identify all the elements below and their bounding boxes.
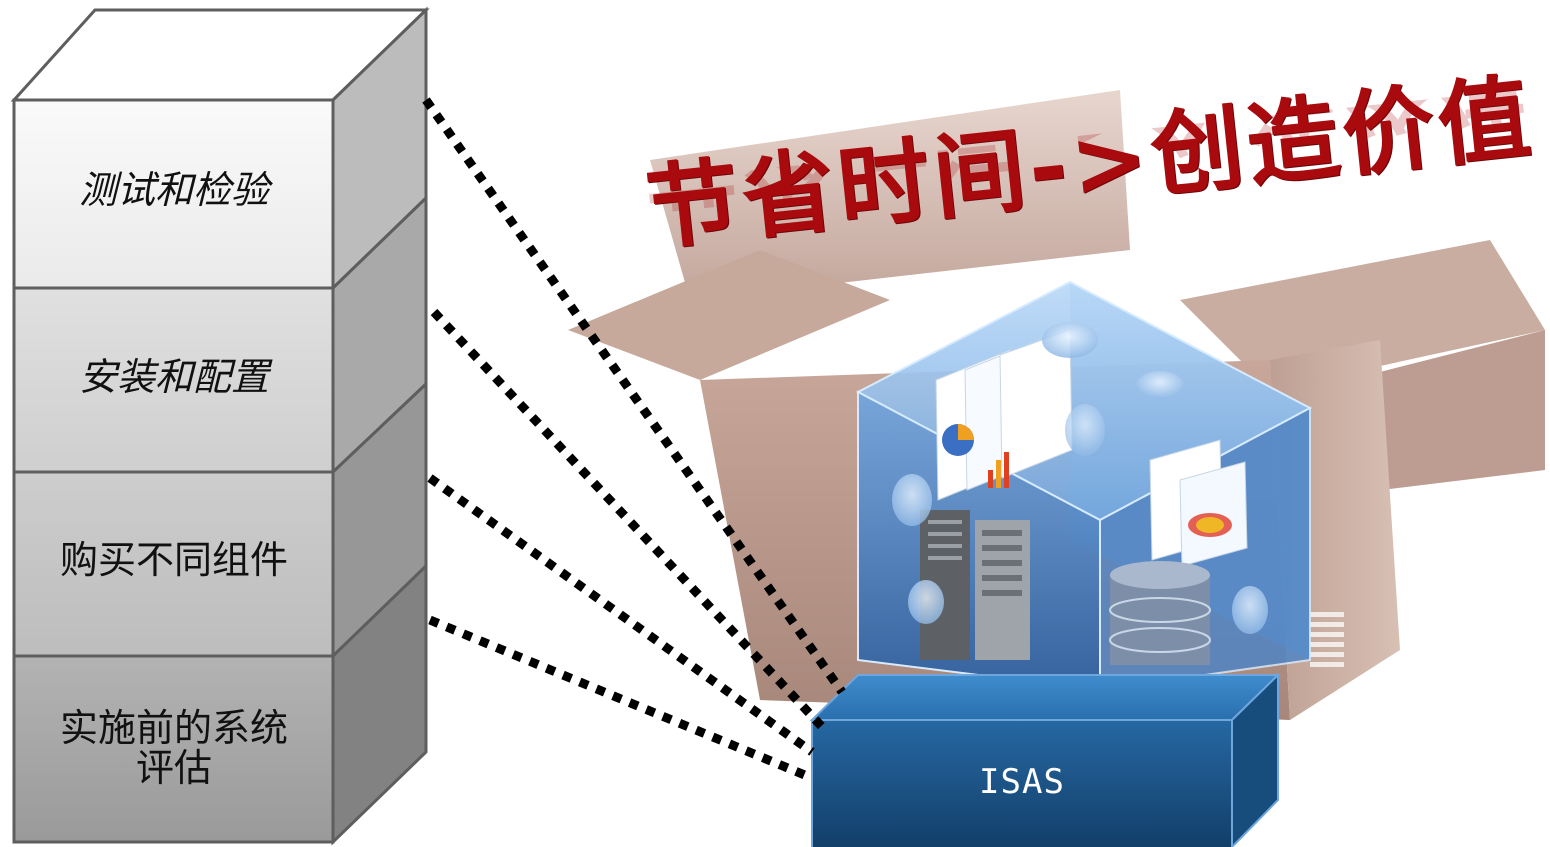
stack-layer-4	[12, 654, 335, 844]
disc-icon	[908, 580, 944, 624]
stack-label-testing: 测试和检验	[78, 168, 269, 212]
server-rack-icon	[920, 510, 1030, 660]
isas-box-top	[809, 674, 1281, 721]
disc-icon	[1065, 404, 1105, 456]
box-right-flap	[1180, 240, 1545, 390]
box-left-flap	[568, 250, 890, 380]
stack-label-purchasing: 购买不同组件	[59, 538, 288, 582]
ibm-logo-icon	[1310, 612, 1344, 667]
stack-label-assessment: 实施前的系统 评估	[59, 706, 288, 790]
isas-label: ISAS	[979, 762, 1065, 802]
disc-icon	[1042, 322, 1098, 358]
database-icon	[1109, 561, 1211, 665]
disc-icon	[1136, 371, 1184, 399]
glass-cube	[855, 280, 1313, 692]
connector-testing	[422, 97, 846, 695]
disc-icon	[1232, 586, 1268, 634]
box-back-flap	[650, 90, 1130, 300]
isas-box-front	[811, 719, 1233, 847]
disc-icon	[892, 474, 932, 526]
stack-label-installation: 安装和配置	[78, 355, 269, 399]
isas-box	[809, 672, 1281, 847]
process-stack	[10, 6, 430, 846]
connector-lines	[422, 97, 846, 783]
report-documents-icon	[935, 329, 1248, 567]
connector-assessment	[428, 615, 814, 783]
connector-purchasing	[427, 474, 815, 756]
connector-installation	[430, 308, 829, 734]
